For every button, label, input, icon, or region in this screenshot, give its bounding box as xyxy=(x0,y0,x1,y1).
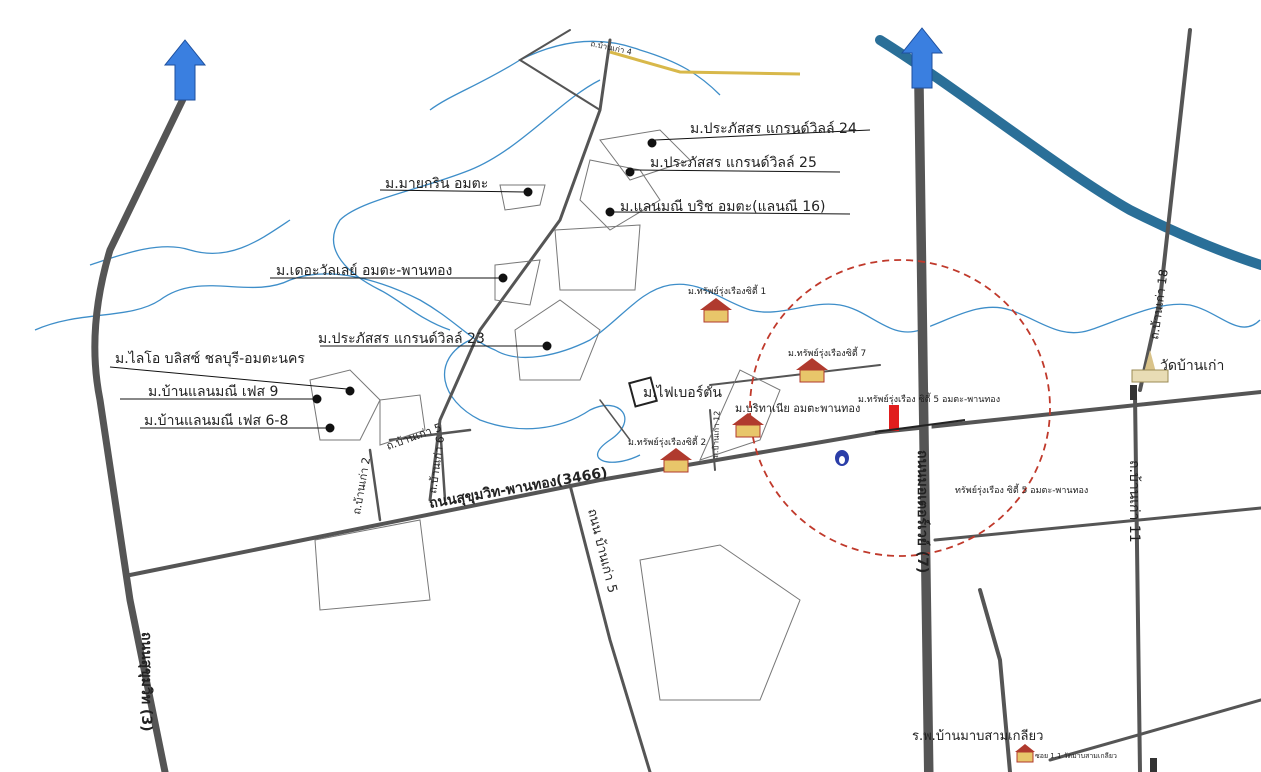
bankao5-road xyxy=(388,428,472,442)
road-layer xyxy=(91,28,1261,772)
river-branch xyxy=(333,79,601,331)
label-main-road: ถนนสุขุมวิท-พานทอง(3466) xyxy=(428,465,609,512)
gas-station-icon xyxy=(835,450,849,466)
bankao2-road xyxy=(368,448,382,522)
house-icon-s2 xyxy=(660,448,692,473)
label-bankao5-main: ถนน บ้านเก่า 5 xyxy=(584,507,619,594)
stream-west xyxy=(89,219,291,266)
label-site-5a: ม.ทรัพย์รุ่งเรือง ซิตี้ 5 อมตะ-พานทอง xyxy=(858,392,1000,405)
house-icon-hospital xyxy=(1015,744,1035,763)
east-road-lower xyxy=(933,506,1261,542)
motorway-road xyxy=(914,64,936,772)
label-lanmani-16: ม.แลนมณี บริช อมตะ(แลนณี 16) xyxy=(620,199,825,215)
bankao11-road xyxy=(1133,393,1142,772)
radius-circle xyxy=(749,259,1051,557)
local-road-1 xyxy=(709,364,881,386)
bankao6-road xyxy=(438,423,447,502)
traffic-light-icon-2 xyxy=(1150,758,1157,772)
label-bankao2: ถ.บ้านเก่า 2 xyxy=(350,456,373,515)
traffic-light-icon xyxy=(1130,385,1137,400)
river-meander xyxy=(443,339,641,463)
main-road xyxy=(128,390,1261,577)
house-icon-s7 xyxy=(796,358,828,383)
label-baritha: ม.บริทาเนีย อมตะพานทอง xyxy=(735,402,860,415)
label-site-2: ม.ทรัพย์รุ่งเรืองซิตี้ 2 xyxy=(628,435,706,448)
label-bankao11: ถ.บ้านเก่า 11 xyxy=(1126,460,1142,543)
label-site-7: ม.ทรัพย์รุ่งเรืองซิตี้ 7 xyxy=(788,346,866,359)
village-spur-1 xyxy=(518,29,601,111)
main-river xyxy=(34,273,1261,359)
fiber-block xyxy=(628,376,658,408)
label-site-1: ม.ทรัพย์รุ่งเรืองซิตี้ 1 xyxy=(688,284,766,297)
bankao18-road xyxy=(1138,28,1192,392)
site-marker xyxy=(889,405,899,431)
label-temple: วัดบ้านเก่า xyxy=(1160,358,1224,374)
site-connector xyxy=(874,419,966,433)
label-fiber: ม.ไฟเบอร์ตัน xyxy=(643,384,722,401)
bankao12-road xyxy=(709,409,716,471)
label-motorway: ถนนมอเตอร์เวย์ (7) xyxy=(914,450,931,573)
label-village-25: ม.ประภัสสร แกรนด์วิลล์ 25 xyxy=(650,154,817,171)
temple-icon xyxy=(1131,350,1169,383)
local-road-2 xyxy=(599,399,631,441)
plot-outlines xyxy=(309,129,801,701)
sukhumvit-road xyxy=(91,91,189,772)
label-valley: ม.เดอะวัลเลย์ อมตะ-พานทอง xyxy=(276,262,452,279)
label-village-23: ม.ประภัสสร แกรนด์วิลล์ 23 xyxy=(318,330,485,347)
label-lanmani-9: ม.บ้านแลนมณี เฟส 9 xyxy=(148,384,278,400)
stream-north xyxy=(429,40,721,111)
label-village-24: ม.ประภัสสร แกรนด์วิลล์ 24 xyxy=(690,120,857,137)
secondary-road xyxy=(609,50,801,76)
north-arrow-right xyxy=(900,27,944,89)
bankao5-south xyxy=(568,483,652,772)
label-hospital: ร.พ.บ้านมาบสามเกลียว xyxy=(912,728,1043,744)
canal xyxy=(875,35,1261,270)
label-site-5b: ทรัพย์รุ่งเรือง ซิตี้ 5 อมตะ-พานทอง xyxy=(955,483,1088,496)
house-icon-baritha xyxy=(732,413,764,438)
label-bankao12: ถ.บ้านเก่า 12 xyxy=(711,411,722,459)
label-lilo: ม.ไลโอ บลิสซ์ ชลบุรี-อมตะนคร xyxy=(115,350,305,367)
motorway-road-2 xyxy=(923,68,937,772)
village-markers xyxy=(109,129,871,433)
label-sukhumvit: ถนนสุขุมวิท (3) xyxy=(138,632,154,731)
north-arrow-left xyxy=(163,39,207,101)
hospital-road xyxy=(978,588,1012,772)
label-school: ซอย 1.1 วัดมาบสามเกลียว xyxy=(1035,752,1117,760)
label-mayarin: ม.มายกริน อมตะ xyxy=(385,176,488,192)
east-road-bottom xyxy=(1048,698,1261,762)
label-lanmani-68: ม.บ้านแลนมณี เฟส 6-8 xyxy=(144,413,288,429)
label-bankao18: ถ.บ้านเก่า 18 xyxy=(1147,268,1171,340)
house-icon-s1 xyxy=(700,298,732,323)
